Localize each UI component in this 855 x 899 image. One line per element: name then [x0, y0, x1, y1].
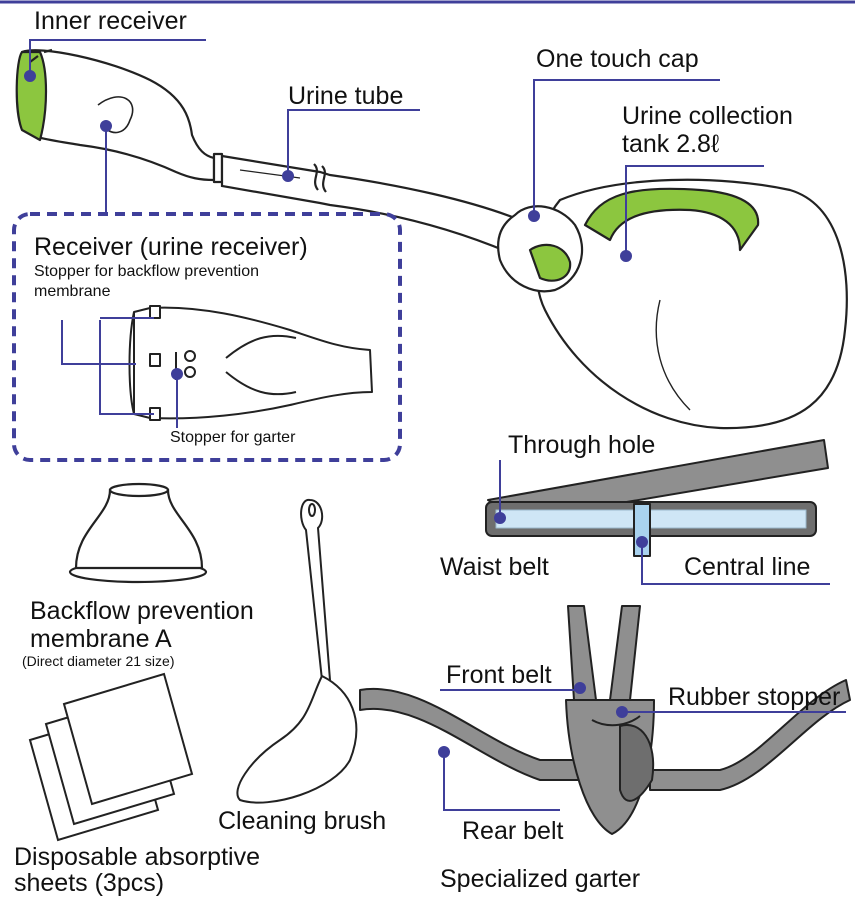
urine-receiver-drawing — [17, 50, 222, 182]
label-stopper-membrane-line2: membrane — [34, 284, 110, 301]
label-membrane-line1: Backflow prevention — [30, 598, 254, 624]
label-front-belt: Front belt — [446, 662, 552, 688]
label-specialized-garter: Specialized garter — [440, 866, 640, 892]
label-rubber-stopper: Rubber stopper — [668, 684, 840, 710]
label-membrane-line2: membrane A — [30, 626, 172, 652]
sheets-drawing — [30, 674, 192, 840]
label-one-touch-cap: One touch cap — [536, 46, 699, 72]
label-membrane-line3: (Direct diameter 21 size) — [22, 654, 175, 669]
label-inner-receiver: Inner receiver — [34, 8, 187, 34]
membrane-drawing — [70, 484, 206, 582]
label-tank-line1: Urine collection — [622, 103, 793, 129]
label-urine-tube: Urine tube — [288, 83, 403, 109]
label-receiver-title: Receiver (urine receiver) — [34, 234, 308, 260]
label-sheets-line1: Disposable absorptive — [14, 844, 260, 870]
receiver-detail-drawing — [130, 306, 373, 420]
label-waist-belt: Waist belt — [440, 554, 549, 580]
label-sheets-line2: sheets (3pcs) — [14, 870, 164, 896]
label-rear-belt: Rear belt — [462, 818, 563, 844]
label-stopper-membrane-line1: Stopper for backflow prevention — [34, 264, 259, 281]
cleaning-brush-drawing — [237, 500, 356, 803]
label-through-hole: Through hole — [508, 432, 655, 458]
label-stopper-garter: Stopper for garter — [170, 430, 295, 447]
label-central-line: Central line — [684, 554, 810, 580]
garter-drawing — [360, 606, 850, 834]
urine-tank-drawing — [498, 180, 847, 428]
label-cleaning-brush: Cleaning brush — [218, 808, 386, 834]
label-tank-line2: tank 2.8ℓ — [622, 131, 719, 157]
